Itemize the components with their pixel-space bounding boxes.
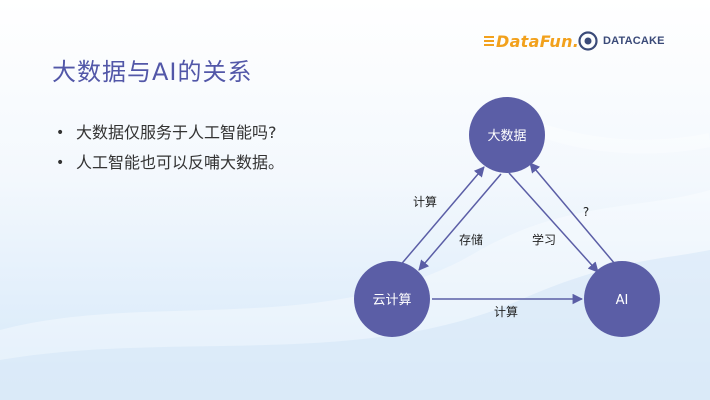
bullet-item: • 大数据仅服务于人工智能吗?: [56, 118, 284, 148]
node-cloud: [354, 261, 430, 337]
datafun-logo: DataFun.: [484, 32, 579, 51]
edge-bigdata-to-cloud: [418, 173, 502, 271]
edge-label-cloud-to-ai: 计算: [494, 304, 518, 319]
edge-bigdata-to-ai: [508, 172, 599, 273]
edge-label-bigdata-to-cloud: 存储: [459, 232, 483, 247]
datafun-logo-text: DataFun.: [496, 32, 580, 51]
bullet-item: • 人工智能也可以反哺大数据。: [56, 148, 284, 178]
bullet-text: 人工智能也可以反哺大数据。: [76, 153, 285, 172]
edge-ai-to-bigdata: [529, 162, 616, 265]
node-label-cloud: 云计算: [372, 293, 411, 308]
bullet-dot-icon: •: [56, 125, 65, 141]
datacake-logo-text: DATACAKE: [603, 35, 665, 47]
edge-label-cloud-to-bigdata: 计算: [413, 194, 437, 209]
node-label-ai: AI: [616, 293, 629, 308]
node-ai: [584, 261, 660, 337]
bullet-list: • 大数据仅服务于人工智能吗? • 人工智能也可以反哺大数据。: [56, 118, 284, 178]
edge-cloud-to-bigdata: [397, 166, 485, 269]
datafun-mark-icon: [484, 36, 494, 48]
bullet-text: 大数据仅服务于人工智能吗?: [76, 123, 277, 142]
edge-label-ai-to-bigdata: ?: [583, 205, 589, 219]
datacake-logo: DATACAKE: [578, 30, 665, 52]
page-title: 大数据与AI的关系: [52, 58, 253, 86]
bullet-dot-icon: •: [56, 155, 65, 171]
node-label-bigdata: 大数据: [487, 129, 526, 144]
node-bigdata: [469, 97, 545, 173]
datacake-mark-icon: [578, 31, 598, 51]
edge-label-bigdata-to-ai: 学习: [532, 232, 556, 247]
